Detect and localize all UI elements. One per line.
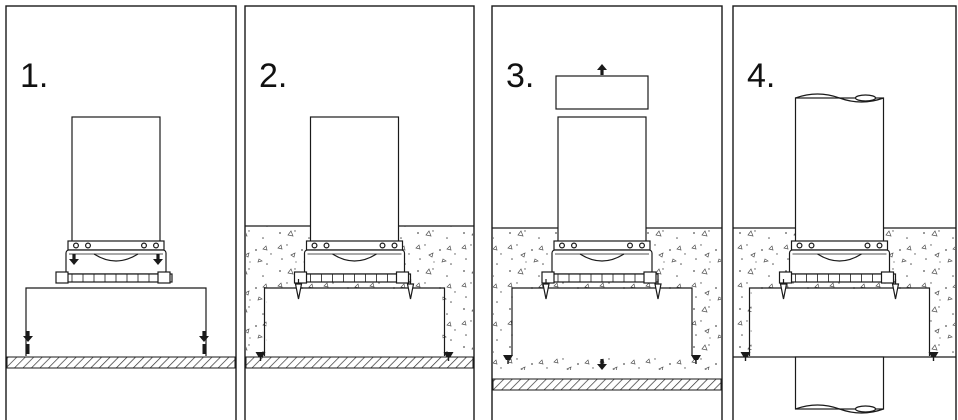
- sensor-base-flange: [305, 240, 404, 251]
- leveling-screw-icon: [880, 271, 895, 284]
- anchor-bolt-icon: [740, 352, 751, 357]
- down-arrow-icon-shaft: [156, 254, 160, 259]
- anchor-bolt-icon: [202, 344, 206, 354]
- step-label: 3.: [506, 57, 534, 95]
- leveling-screw-icon: [55, 271, 69, 284]
- bolt-icon: [153, 242, 160, 249]
- leveling-screw-icon: [293, 271, 308, 284]
- pipe-below: [794, 356, 885, 410]
- leveling-screw-icon: [157, 271, 171, 284]
- down-arrow-icon-shaft: [26, 331, 30, 336]
- down-arrow-icon: [153, 259, 163, 265]
- bolt-icon: [876, 242, 883, 249]
- leveling-screw-icon: [778, 271, 793, 284]
- ground-hatch: [245, 356, 474, 369]
- column-body: [71, 116, 161, 245]
- step-panel-1: 1.: [5, 5, 237, 420]
- formwork-box: [748, 287, 931, 356]
- sensor-base-housing-curve: [817, 253, 862, 262]
- down-arrow-icon-shaft: [202, 331, 206, 336]
- sensor-base-flange: [67, 240, 165, 251]
- bolt-icon: [311, 242, 318, 249]
- pipe-break-ellipse: [854, 94, 877, 102]
- bolt-icon: [323, 242, 330, 249]
- leveling-screw-icon: [395, 271, 410, 284]
- formwork-box: [25, 287, 207, 356]
- formwork-void: [514, 289, 690, 355]
- bolt-icon: [626, 242, 633, 249]
- formwork-box: [511, 287, 693, 356]
- bolt-icon: [141, 242, 148, 249]
- step-panel-2: 2.: [244, 5, 475, 420]
- down-arrow-icon-shaft: [600, 359, 604, 364]
- bolt-icon: [638, 242, 645, 249]
- anchor-bolt-icon: [443, 352, 454, 357]
- formwork-void: [751, 289, 928, 355]
- bolt-icon: [379, 242, 386, 249]
- sensor-base-housing-curve: [93, 253, 139, 262]
- ground-hatch: [6, 356, 236, 369]
- bolt-icon: [391, 242, 398, 249]
- step-panel-4: 4.: [732, 5, 957, 420]
- bolt-icon: [570, 242, 577, 249]
- up-arrow-icon: [597, 64, 607, 70]
- column-body: [557, 116, 647, 245]
- lifted-cap: [555, 75, 649, 110]
- pipe-column: [794, 97, 885, 245]
- bolt-icon: [796, 242, 803, 249]
- down-arrow-icon: [69, 259, 79, 265]
- step-panel-3: 3.: [491, 5, 723, 420]
- bolt-icon: [72, 242, 79, 249]
- down-arrow-icon: [597, 364, 607, 370]
- anchor-bolt-icon: [26, 344, 30, 354]
- anchor-bolt-icon: [691, 355, 701, 360]
- step-label: 1.: [20, 57, 48, 95]
- pipe-break-ellipse: [854, 405, 877, 413]
- down-arrow-icon: [199, 336, 209, 342]
- anchor-bolt-icon: [503, 355, 513, 360]
- column-body: [309, 116, 400, 245]
- bolt-icon: [808, 242, 815, 249]
- anchor-bolt-icon: [928, 352, 939, 357]
- leveling-screw-icon: [643, 271, 657, 284]
- anchor-bolt-icon: [255, 352, 266, 357]
- formwork-box: [263, 287, 446, 356]
- down-arrow-icon: [23, 336, 33, 342]
- step-label: 4.: [747, 57, 775, 95]
- sensor-base-housing-curve: [332, 253, 377, 262]
- ground-hatch: [492, 378, 722, 391]
- up-arrow-icon-shaft: [600, 70, 604, 75]
- sensor-base-flange: [790, 240, 889, 251]
- formwork-void: [266, 289, 443, 355]
- bolt-icon: [864, 242, 871, 249]
- leveling-screw-icon: [541, 271, 555, 284]
- step-label: 2.: [259, 57, 287, 95]
- down-arrow-icon-shaft: [72, 254, 76, 259]
- formwork-box-fill: [26, 288, 206, 356]
- sensor-base-flange: [553, 240, 651, 251]
- bolt-icon: [558, 242, 565, 249]
- sensor-base-housing-curve: [579, 253, 625, 262]
- bolt-icon: [84, 242, 91, 249]
